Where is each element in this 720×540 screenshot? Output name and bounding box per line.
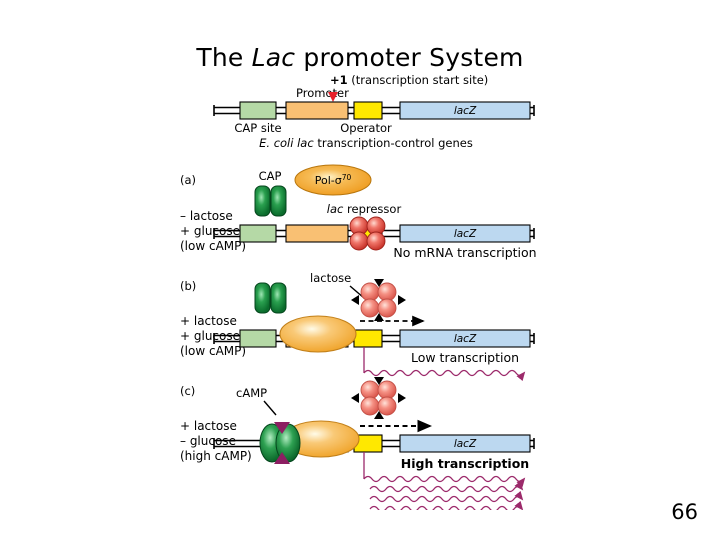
panel-c-condition-2: – glucose (180, 434, 236, 448)
panel-b-tag: (b) (180, 279, 196, 293)
panel-c: (c) + lactose – glucose (high cAMP) (180, 377, 535, 510)
lacz-box-a (399, 224, 531, 243)
cap-protein-dimer-b (254, 282, 287, 314)
cap-site-box-b (239, 329, 277, 348)
lacz-box-c (399, 434, 531, 453)
cap-site-label: CAP site (234, 121, 281, 135)
rna-polymerase-sigma70-a: Pol-σ70 (294, 164, 372, 196)
mrna-transcripts-c (363, 452, 526, 510)
start-site-label: +1 (transcription start site) (330, 73, 488, 87)
lacz-label-a: lacZ (454, 228, 477, 240)
lactose-molecule-icons-b (351, 279, 406, 321)
figure-caption: E. coli lac transcription-control genes (259, 136, 473, 150)
operator-box (353, 101, 383, 120)
lacz-box-label: lacZ (454, 105, 477, 117)
panel-a-outcome: No mRNA transcription (393, 245, 536, 260)
panel-a-condition-3: (low cAMP) (180, 239, 246, 253)
page-title: The Lac promoter System (0, 43, 720, 72)
promoter-box-a (285, 224, 349, 243)
panel-a: (a) – lactose + glucose (low cAMP) CAP P… (180, 164, 537, 260)
title-italic-word: Lac (251, 42, 296, 72)
title-prefix: The (196, 42, 252, 72)
promoter-label: Promoter (296, 86, 349, 100)
panel-a-condition-1: – lactose (180, 209, 233, 223)
promoter-box (285, 101, 349, 120)
mrna-transcripts-b (363, 347, 526, 382)
rna-polymerase-bound-b (279, 315, 357, 353)
panel-b-condition-1: + lactose (180, 314, 237, 328)
lac-repressor-tetramer-b (351, 279, 406, 321)
panel-c-outcome: High transcription (401, 456, 529, 471)
camp-molecule-icons-c (274, 422, 290, 464)
panel-c-condition-1: + lactose (180, 419, 237, 433)
operator-label: Operator (340, 121, 392, 135)
lactose-molecule-icons-c (351, 377, 406, 419)
panel-a-tag: (a) (180, 173, 196, 187)
lac-repressor-tetramer-a (349, 216, 386, 251)
panel-c-tag: (c) (180, 384, 195, 398)
panel-c-condition-3: (high cAMP) (180, 449, 252, 463)
gene-map-overview: +1 (transcription start site) Promoter l… (213, 73, 535, 150)
title-suffix: promoter System (295, 42, 524, 72)
lacz-box-b (399, 329, 531, 348)
lac-operon-figure: +1 (transcription start site) Promoter l… (178, 70, 558, 510)
cap-site-box-a (239, 224, 277, 243)
panel-b: (b) + lactose + glucose (low cAMP) lacto… (180, 271, 535, 382)
panel-a-cap-label: CAP (259, 169, 282, 183)
lacz-box (399, 101, 531, 120)
panel-c-camp-label: cAMP (236, 386, 267, 400)
panel-b-condition-2: + glucose (180, 329, 240, 343)
cap-protein-dimer-a (254, 185, 287, 217)
panel-b-outcome: Low transcription (411, 350, 519, 365)
lacz-label-b: lacZ (454, 333, 477, 345)
cap-protein-dimer-bound-c (259, 422, 301, 464)
lacz-label-c: lacZ (454, 438, 477, 450)
page-number: 66 (671, 500, 698, 524)
panel-b-lactose-label: lactose (310, 271, 351, 285)
panel-b-condition-3: (low cAMP) (180, 344, 246, 358)
operator-box-b (353, 329, 383, 348)
panel-a-repressor-label: lac repressor (327, 202, 402, 216)
panel-a-condition-2: + glucose (180, 224, 240, 238)
cap-site-box (239, 101, 277, 120)
lac-repressor-tetramer-c (351, 377, 406, 419)
start-site-arrow-icon (328, 92, 338, 102)
